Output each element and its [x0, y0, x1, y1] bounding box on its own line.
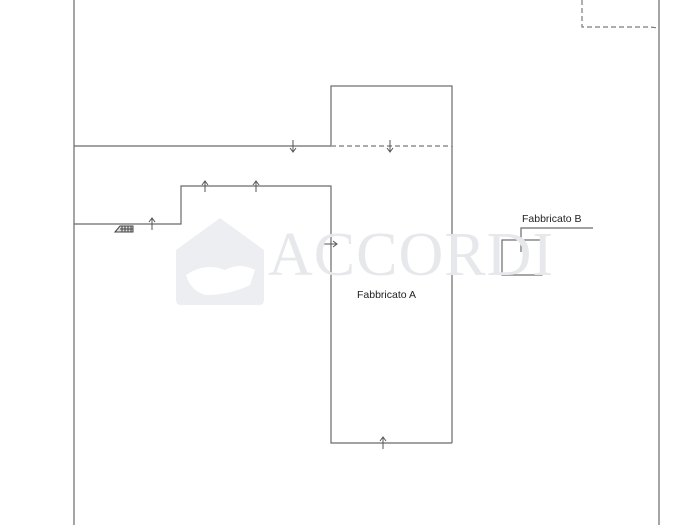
dashed-boundary: [581, 0, 660, 29]
building-b-leader: [520, 227, 593, 252]
watermark-text: ACCORDI: [268, 221, 555, 289]
building-a-label: Fabbricato A: [357, 289, 416, 301]
upper-annex-outline: [330, 85, 453, 147]
stairs-icon: [113, 225, 134, 233]
building-b-label: Fabbricato B: [522, 213, 582, 225]
arrow-icons: [148, 140, 394, 449]
watermark-logo: [176, 218, 264, 305]
building-b-outline: [501, 239, 543, 276]
